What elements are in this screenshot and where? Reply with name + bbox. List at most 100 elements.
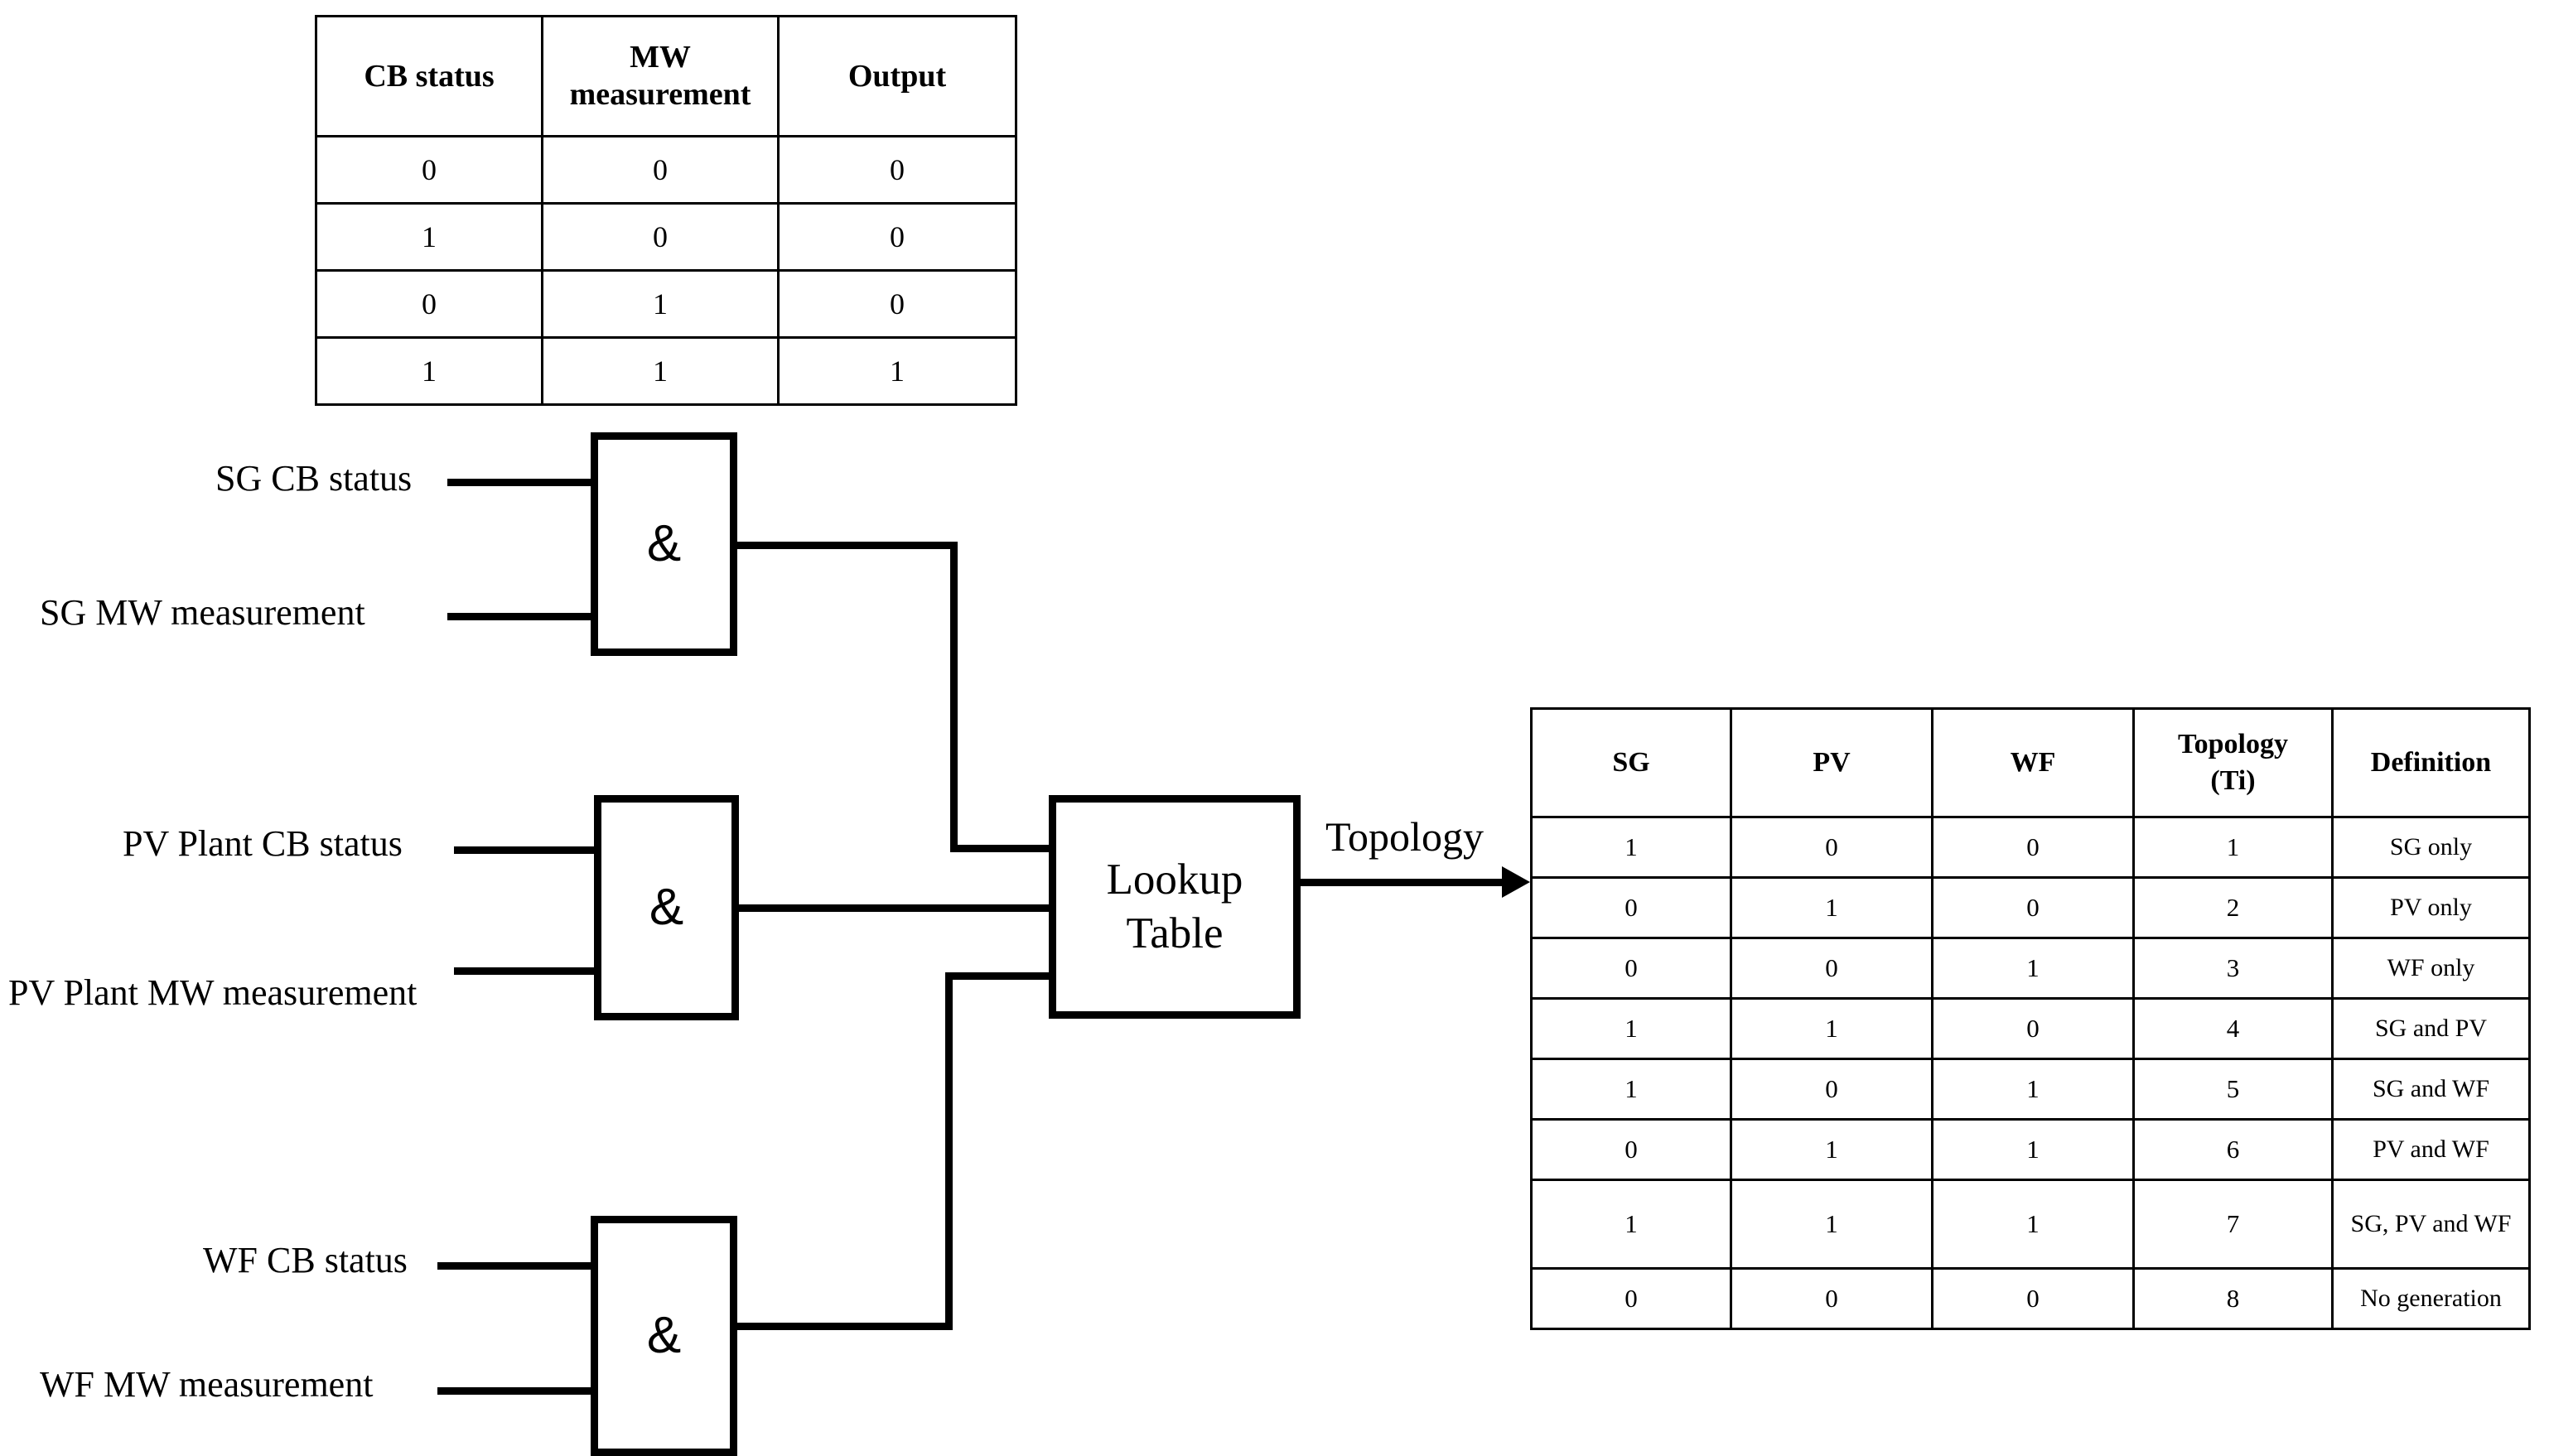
table-row: 0 1 1 6 PV and WF (1530, 1118, 2531, 1181)
truth-cell-mw: 1 (541, 336, 780, 406)
topology-cell-pv: 0 (1730, 937, 1933, 1000)
arrow-head-icon (1502, 866, 1530, 898)
topology-cell-sg: 0 (1530, 1267, 1732, 1330)
topology-cell-sg: 1 (1530, 997, 1732, 1060)
cb-mw-truth-table: CB status MW measurement Output 0 0 0 1 … (315, 15, 1017, 406)
truth-header-mw-measurement: MW measurement (541, 15, 780, 137)
wire-wf-gate-output-h (736, 1323, 953, 1330)
topology-cell-pv: 1 (1730, 1118, 1933, 1181)
ampersand-icon: & (649, 879, 684, 936)
wire-pv-cb-status (454, 846, 599, 854)
wire-pv-mw-measurement (454, 967, 599, 975)
table-row: 1 1 1 7 SG, PV and WF (1530, 1179, 2531, 1270)
label-wf-cb-status: WF CB status (203, 1240, 408, 1280)
topology-cell-wf: 0 (1931, 816, 2135, 879)
wire-sg-to-lookup (950, 845, 1056, 852)
truth-header-output: Output (777, 15, 1017, 137)
topology-cell-ti: 6 (2132, 1118, 2334, 1181)
topology-cell-sg: 0 (1530, 1118, 1732, 1181)
topology-cell-ti: 4 (2132, 997, 2334, 1060)
table-row: 1 1 0 4 SG and PV (1530, 997, 2531, 1060)
topology-cell-ti: 3 (2132, 937, 2334, 1000)
topology-header-ti-line2: (Ti) (2210, 765, 2256, 796)
truth-cell-cb: 1 (315, 202, 543, 272)
ampersand-icon: & (646, 515, 682, 572)
truth-cell-mw: 1 (541, 269, 780, 339)
lookup-table-label: Lookup Table (1106, 856, 1243, 957)
topology-cell-sg: 1 (1530, 1179, 1732, 1270)
topology-cell-sg: 0 (1530, 876, 1732, 939)
truth-header-cb-status: CB status (315, 15, 543, 137)
wire-sg-mw-measurement (447, 613, 595, 620)
wire-pv-to-lookup (737, 904, 1056, 912)
topology-cell-pv: 1 (1730, 1179, 1933, 1270)
topology-header-ti: Topology (Ti) (2132, 707, 2334, 818)
topology-cell-pv: 0 (1730, 1058, 1933, 1121)
topology-cell-sg: 0 (1530, 937, 1732, 1000)
and-gate-wf: & (591, 1216, 737, 1456)
truth-cell-output: 0 (777, 202, 1017, 272)
table-row: 1 0 0 1 SG only (1530, 816, 2531, 879)
wire-topology-output (1301, 879, 1505, 886)
table-row: 1 0 1 5 SG and WF (1530, 1058, 2531, 1121)
topology-cell-definition: PV only (2331, 876, 2531, 939)
topology-cell-pv: 1 (1730, 876, 1933, 939)
topology-cell-sg: 1 (1530, 1058, 1732, 1121)
topology-header-pv: PV (1730, 707, 1933, 818)
truth-cell-cb: 0 (315, 269, 543, 339)
topology-header-definition: Definition (2331, 707, 2531, 818)
topology-header-ti-line1: Topology (2178, 728, 2288, 759)
topology-cell-wf: 1 (1931, 1058, 2135, 1121)
topology-cell-ti: 1 (2132, 816, 2334, 879)
topology-cell-definition: SG, PV and WF (2331, 1179, 2531, 1270)
table-row: 0 1 0 2 PV only (1530, 876, 2531, 939)
topology-definition-table: SG PV WF Topology (Ti) Definition 1 0 0 … (1530, 707, 2531, 1330)
label-pv-cb-status: PV Plant CB status (123, 823, 403, 864)
topology-cell-wf: 0 (1931, 1267, 2135, 1330)
table-row: 1 1 1 (315, 336, 1017, 406)
topology-output-label: Topology (1325, 813, 1484, 860)
table-row: 0 0 0 8 No generation (1530, 1267, 2531, 1330)
table-row: 0 0 0 (315, 135, 1017, 205)
topology-cell-definition: SG and PV (2331, 997, 2531, 1060)
topology-cell-ti: 2 (2132, 876, 2334, 939)
wire-wf-gate-output-v (945, 972, 953, 1328)
ampersand-icon: & (646, 1307, 682, 1364)
truth-cell-mw: 0 (541, 202, 780, 272)
and-gate-sg: & (591, 432, 737, 656)
topology-cell-definition: SG only (2331, 816, 2531, 879)
topology-cell-pv: 0 (1730, 816, 1933, 879)
truth-cell-cb: 0 (315, 135, 543, 205)
topology-cell-definition: No generation (2331, 1267, 2531, 1330)
wire-wf-to-lookup (945, 972, 1056, 980)
wire-sg-gate-output-v (950, 542, 958, 852)
table-header-row: CB status MW measurement Output (315, 15, 1017, 137)
table-header-row: SG PV WF Topology (Ti) Definition (1530, 707, 2531, 818)
table-row: 0 0 1 3 WF only (1530, 937, 2531, 1000)
truth-cell-mw: 0 (541, 135, 780, 205)
topology-cell-ti: 7 (2132, 1179, 2334, 1270)
lookup-table-block: Lookup Table (1049, 795, 1301, 1019)
label-sg-mw-measurement: SG MW measurement (40, 592, 365, 633)
wire-wf-mw-measurement (437, 1387, 595, 1395)
topology-cell-definition: SG and WF (2331, 1058, 2531, 1121)
topology-cell-wf: 1 (1931, 937, 2135, 1000)
topology-cell-ti: 5 (2132, 1058, 2334, 1121)
wire-sg-cb-status (447, 479, 595, 486)
topology-cell-wf: 1 (1931, 1179, 2135, 1270)
label-wf-mw-measurement: WF MW measurement (40, 1364, 374, 1405)
table-row: 0 1 0 (315, 269, 1017, 339)
truth-cell-cb: 1 (315, 336, 543, 406)
topology-cell-wf: 1 (1931, 1118, 2135, 1181)
truth-cell-output: 0 (777, 135, 1017, 205)
topology-header-wf: WF (1931, 707, 2135, 818)
topology-cell-definition: PV and WF (2331, 1118, 2531, 1181)
topology-cell-wf: 0 (1931, 876, 2135, 939)
truth-cell-output: 1 (777, 336, 1017, 406)
wire-wf-cb-status (437, 1262, 595, 1270)
topology-cell-pv: 0 (1730, 1267, 1933, 1330)
topology-cell-sg: 1 (1530, 816, 1732, 879)
truth-cell-output: 0 (777, 269, 1017, 339)
and-gate-pv: & (594, 795, 739, 1020)
